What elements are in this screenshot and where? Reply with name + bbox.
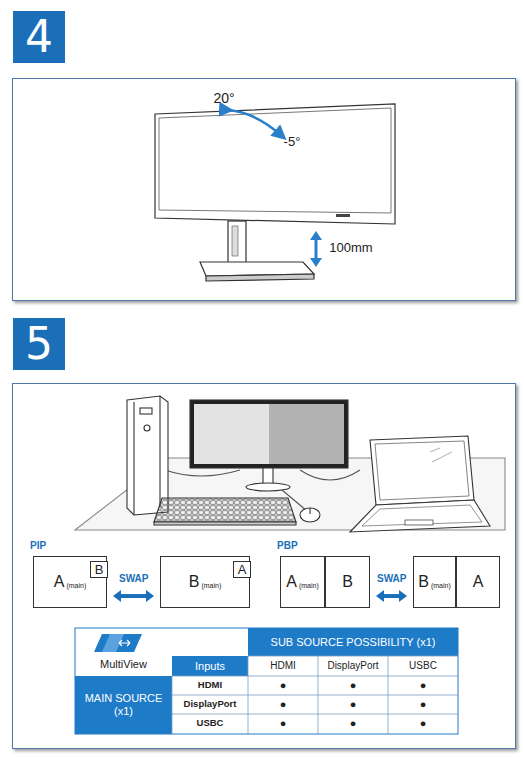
mode-title: PIP [30,538,64,553]
table-cell: USBC [172,714,248,733]
monitor-drawing [155,104,395,281]
support-dot: ● [318,714,388,733]
edge-label: SWAP [376,573,407,585]
table-header: Inputs [172,656,248,676]
section-number-text: 5 [25,322,53,366]
table-cell: USBC [388,656,458,676]
support-dot: ● [318,676,388,695]
pip-main-screen: B(main) A [160,556,250,608]
section-number: 5 [13,318,65,370]
height-arrow [310,231,322,267]
swap-arrow [376,590,407,602]
source-letter: A [286,574,297,590]
source-letter: A [54,574,65,590]
tilt-angle: -5° [276,134,308,151]
source-letter: B [189,574,200,590]
main-tag: (main) [431,582,451,589]
source-letter: A [473,574,484,590]
support-dot: ● [388,695,458,714]
source-letter: A [238,563,247,576]
main-tag: (main) [201,582,221,589]
table-cell: DisplayPort [172,695,248,714]
support-dot: ● [318,695,388,714]
source-letter: B [418,574,429,590]
support-dot: ● [388,714,458,733]
pbp-sub-half: A [456,556,500,608]
pbp-main-half: A(main) [280,556,325,608]
pip-sub-window: A [233,561,251,578]
pbp-main-half: B(main) [413,556,456,608]
pip-sub-window: B [90,561,108,578]
pbp-sub-half: B [325,556,370,608]
table-header: MAIN SOURCE (x1) [75,676,172,734]
mode-title: PBP [277,538,311,553]
desk-setup [75,396,505,532]
tilt-angle: 20° [206,90,242,107]
logo-caption: MultiView [77,655,170,674]
swap-arrow [113,590,154,602]
section-number-text: 4 [25,15,53,59]
support-dot: ● [388,676,458,695]
source-letter: B [342,574,353,590]
table-cell: HDMI [172,676,248,695]
section-number: 4 [13,11,65,63]
main-tag: (main) [299,582,319,589]
table-cell: HDMI [248,656,318,676]
multiview-table [75,628,458,734]
height-dimension: 100mm [323,240,379,257]
support-dot: ● [248,714,318,733]
table-cell: DisplayPort [318,656,388,676]
pip-main-screen: A(main) B [33,556,107,608]
main-tag: (main) [66,582,86,589]
source-letter: B [95,563,104,576]
table-header: SUB SOURCE POSSIBILITY (x1) [248,628,458,656]
support-dot: ● [248,676,318,695]
support-dot: ● [248,695,318,714]
edge-label: SWAP [118,573,149,585]
tilt-arrow [228,110,282,136]
